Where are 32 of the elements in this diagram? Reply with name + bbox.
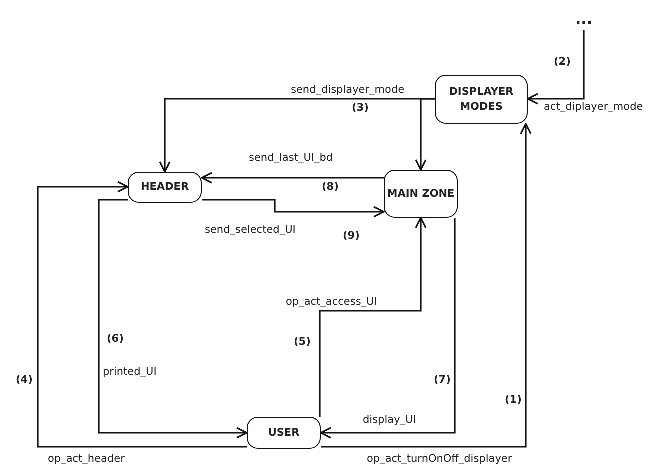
arrow: [319, 217, 427, 417]
step-number: (5): [294, 336, 311, 349]
edge-label: send_displayer_mode: [290, 84, 406, 97]
step-number: (9): [343, 230, 360, 243]
state-box: DISPLAYER MODES: [435, 75, 528, 124]
edge-label: display_UI: [362, 414, 418, 427]
step-number: (2): [554, 56, 571, 69]
arrow: [321, 123, 532, 448]
step-number: (3): [352, 102, 369, 115]
step-number: (7): [434, 374, 451, 387]
state-box: HEADER: [128, 172, 202, 203]
edge-label: act_diplayer_mode: [543, 101, 644, 114]
arrow: [202, 199, 385, 218]
edge-label: send_last_UI_bd: [248, 152, 334, 165]
step-number: (8): [322, 181, 339, 194]
step-number: (6): [107, 333, 124, 346]
step-number: (1): [505, 394, 522, 407]
arrow: [320, 218, 456, 439]
arrow: [415, 98, 435, 171]
ellipsis-text: ...: [570, 8, 598, 30]
arrow: [37, 181, 247, 448]
edge-label: op_act_access_UI: [285, 296, 378, 309]
state-box: USER: [247, 417, 321, 449]
edge-label: op_act_header: [47, 453, 126, 466]
arrow: [527, 30, 585, 105]
state-box: MAIN ZONE: [384, 170, 458, 218]
edge-label: printed_UI: [102, 366, 158, 379]
arrow: [98, 199, 248, 439]
edge-label: send_selected_UI: [204, 224, 297, 237]
arrow: [201, 172, 384, 184]
step-number: (4): [16, 374, 33, 387]
edge-label: op_act_turnOnOff_displayer: [366, 453, 514, 466]
